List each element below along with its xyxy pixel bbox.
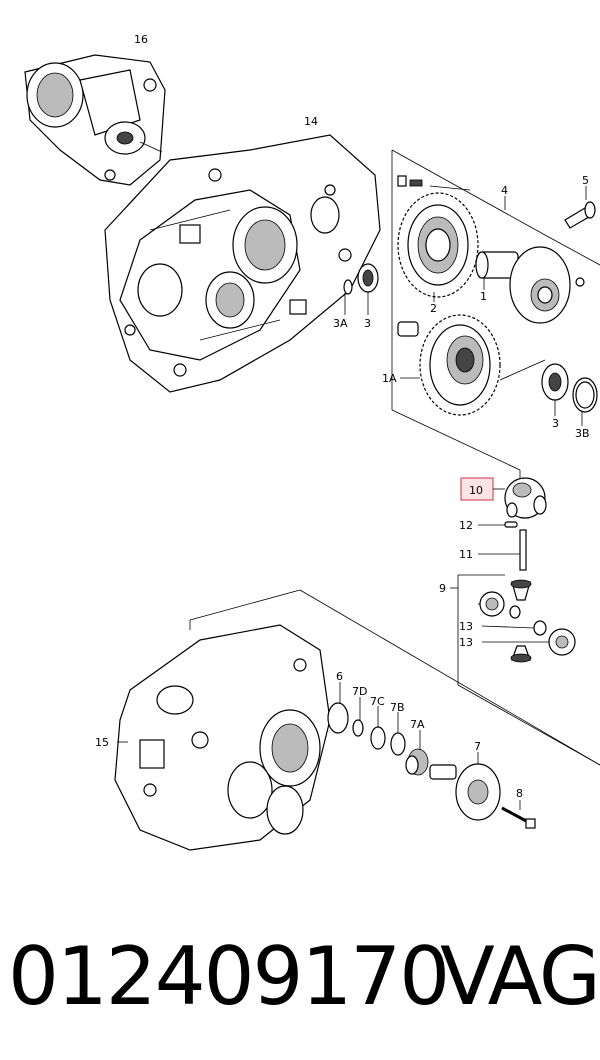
label-10: 10 [469,484,483,497]
part-13-side-gear-left [478,591,521,619]
part-1-differential-housing [475,246,571,324]
label-5: 5 [582,174,589,187]
bracket-9 [450,574,600,766]
label-15: 15 [95,736,109,749]
part-7b-ring [390,712,406,756]
label-2: 2 [430,302,437,315]
part-13-side-gear-right [481,620,576,656]
label-9: 9 [439,582,446,595]
label-3a: 3A [333,317,348,330]
label-6: 6 [336,670,343,683]
exploded-parts-diagram: 16 14 4 5 2 1 3A 3 1A 3 3B 10 12 11 9 13… [24,33,600,851]
part-15-transmission-housing [114,624,331,851]
part-7a-bearing [405,730,429,776]
label-3: 3 [364,317,371,330]
part-11-shaft [478,529,527,571]
part-3a-seal [343,279,353,315]
label-13-b: 13 [459,636,473,649]
part-7c-ring [370,706,386,750]
part-12-pin [478,521,518,528]
part-3b-ring [572,377,598,426]
label-7c: 7C [370,695,385,708]
part-16-axle-housing [24,54,166,186]
brand-name: VAG [440,930,600,1023]
part-5-bolt [564,186,596,287]
assembly-bracket-4 [391,149,600,471]
part-bevel-gear-bottom [510,645,532,663]
label-1: 1 [480,290,487,303]
label-3-right: 3 [552,417,559,430]
label-13-a: 13 [459,620,473,633]
assembly-bracket-15 [189,589,600,766]
footer: 012409170 VAG [0,922,600,1032]
part-2-ring-gear [397,192,479,302]
part-7d-ring [352,697,364,737]
label-3b: 3B [575,427,590,440]
label-7b: 7B [390,701,405,714]
label-1a: 1A [382,372,397,385]
label-11: 11 [459,548,473,561]
part-8-bolt [501,800,536,829]
part-6-circlip [327,682,349,734]
part-3-seal-right [541,363,569,416]
label-8: 8 [516,787,523,800]
part-1a-drive-gear [397,314,501,416]
label-14: 14 [304,115,318,128]
part-7-flange [429,752,501,821]
part-3-seal-left [357,263,379,315]
part-10-differential-cage [504,477,547,519]
label-16: 16 [134,33,148,46]
label-7a: 7A [410,718,425,731]
label-7: 7 [474,740,481,753]
part-bevel-gear-top [510,579,532,601]
label-4: 4 [501,184,508,197]
part-4-bolts [397,175,471,191]
label-12: 12 [459,519,473,532]
part-14-gearbox-housing [104,134,381,393]
part-number: 012409170 [8,930,450,1023]
label-7d: 7D [352,685,367,698]
